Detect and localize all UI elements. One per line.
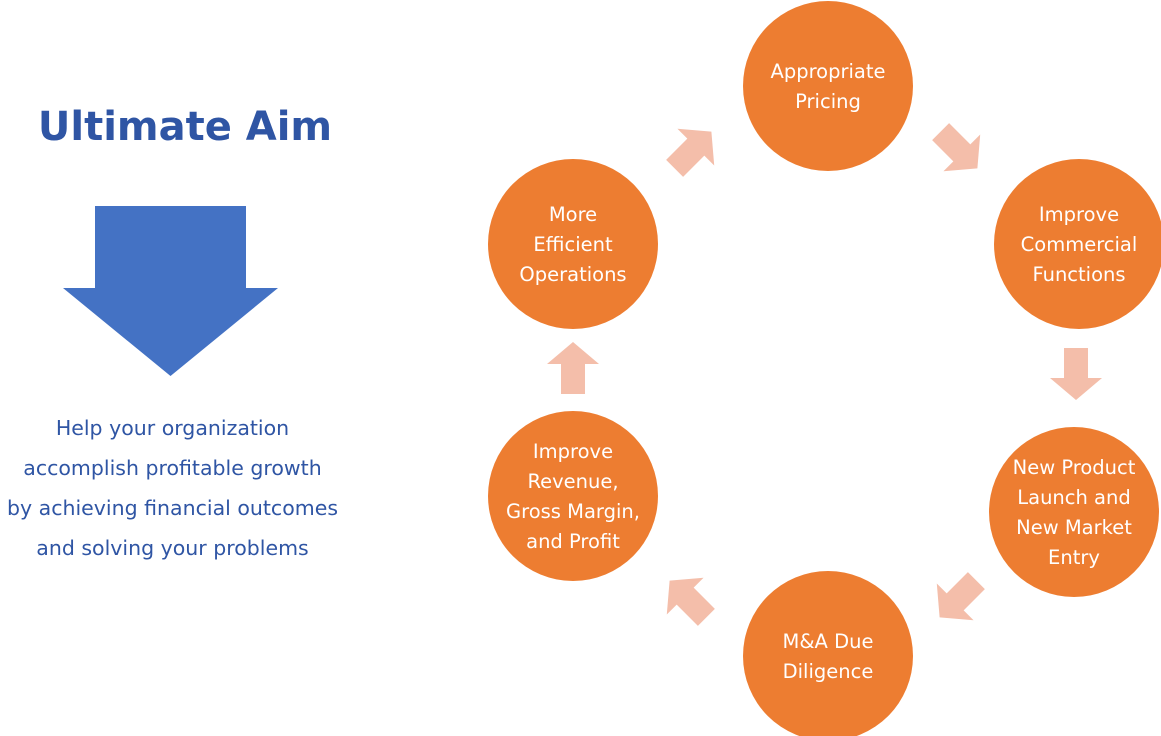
cycle-node-circle [743, 571, 913, 736]
cycle-node-label: Revenue, [527, 470, 618, 493]
cycle-node-label: Gross Margin, [506, 500, 640, 523]
cycle-connector-arrow-icon [666, 128, 715, 177]
cycle-node-label: Diligence [783, 660, 874, 683]
cycle-node-label: Launch and [1017, 486, 1131, 509]
cycle-connector-arrow-icon [547, 342, 599, 394]
cycle-node-label: Operations [519, 263, 626, 286]
cycle-node-label: Entry [1048, 546, 1100, 569]
cycle-connector-arrow-icon [1050, 348, 1102, 400]
cycle-connector-arrow-icon [936, 572, 985, 621]
cycle-node-label: More [549, 203, 597, 226]
cycle-node-label: Pricing [795, 90, 861, 113]
cycle-node-circle [994, 159, 1161, 329]
description-line-4: and solving your problems [36, 536, 309, 560]
cycle-node-circle [743, 1, 913, 171]
cycle-node-label: M&A Due [783, 630, 874, 653]
cycle-node-label: Appropriate [770, 60, 885, 83]
cycle-node-label: New Market [1016, 516, 1132, 539]
description-line-1: Help your organization [55, 416, 290, 440]
cycle-node-label: Efficient [533, 233, 613, 256]
description-line-2: accomplish profitable growth [23, 456, 322, 480]
cycle-node-circle [488, 411, 658, 581]
cycle-node-label: Improve [1039, 203, 1119, 226]
aim-description: Help your organization accomplish profit… [0, 408, 345, 568]
cycle-node-label: Commercial [1021, 233, 1138, 256]
page-title: Ultimate Aim [37, 104, 333, 150]
cycle-connector-arrow-icon [932, 123, 981, 172]
cycle-node-circle [989, 427, 1159, 597]
cycle-connector-arrow-icon [666, 577, 715, 626]
cycle-node-label: Functions [1032, 263, 1125, 286]
cycle-node-label: Improve [533, 440, 613, 463]
description-line-3: by achieving financial outcomes [7, 496, 338, 520]
cycle-node-label: New Product [1013, 456, 1136, 479]
cycle-node-circle [488, 159, 658, 329]
down-arrow-icon [63, 206, 278, 376]
cycle-node-label: and Profit [526, 530, 620, 553]
